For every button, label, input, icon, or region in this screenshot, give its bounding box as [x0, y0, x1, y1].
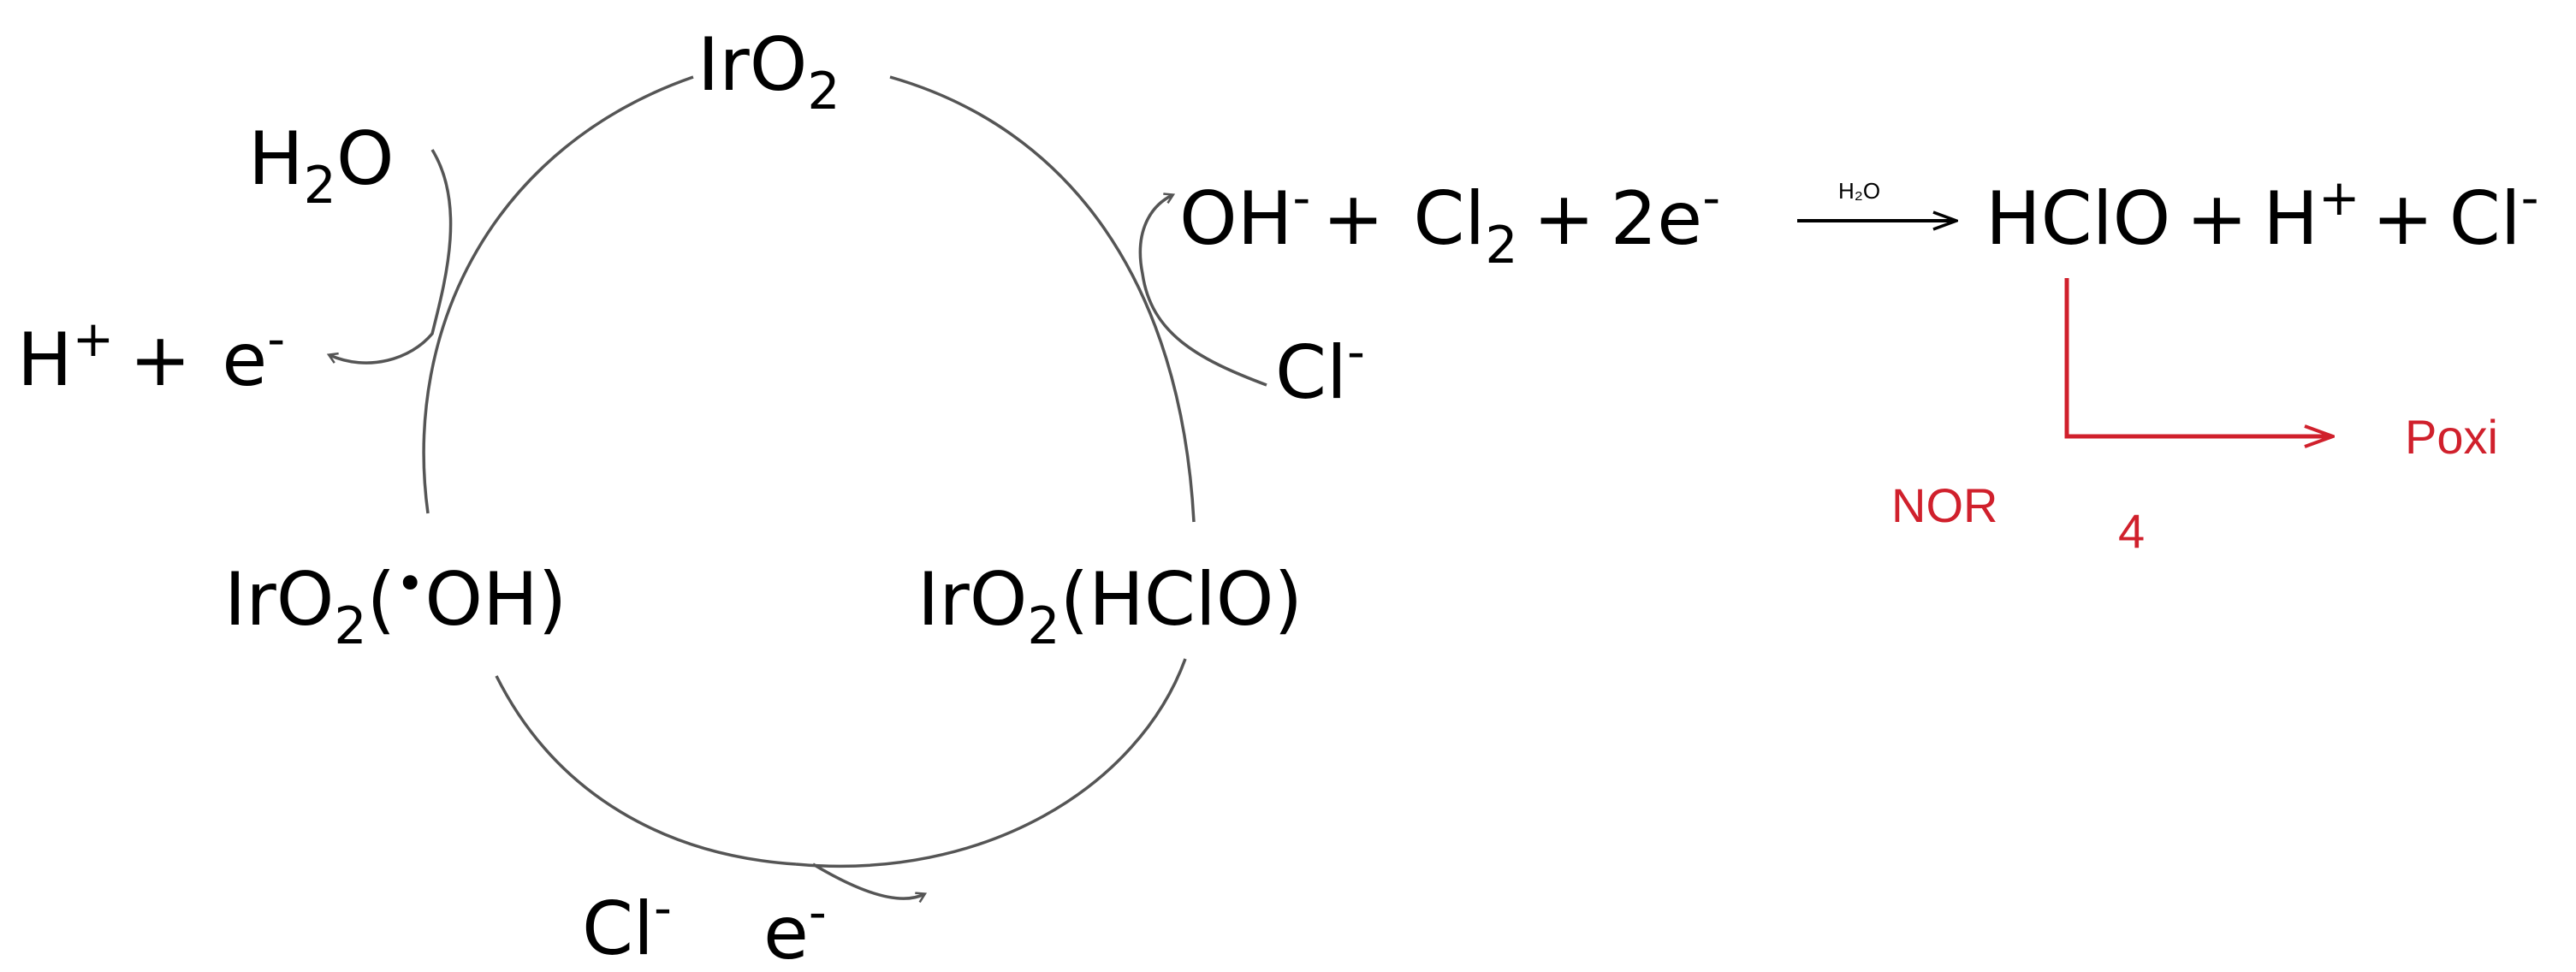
cl-uptake-arrow — [1138, 195, 1267, 387]
reaction-arrow-label: H₂O — [1838, 178, 1880, 204]
branch-arrow — [2064, 278, 2332, 436]
h2o-uptake-arrow — [329, 149, 453, 364]
cycle-arc-top-right — [889, 75, 1196, 523]
svg-text:Cl-: Cl- — [1275, 323, 1365, 416]
svg-text:IrO2(•OH): IrO2(•OH) — [224, 554, 567, 656]
species-cl-bottom: Cl- — [582, 879, 672, 972]
svg-text:H++e-: H++e- — [17, 310, 285, 403]
cycle-arc-left — [422, 75, 694, 514]
species-h2o: H2O — [248, 116, 395, 216]
species-iro2-oh-radical: IrO2(•OH) — [224, 554, 567, 656]
nor-label: NOR — [1891, 478, 1997, 532]
cycle-arc-bottom-left — [495, 675, 797, 866]
species-iro2-top: IrO2 — [697, 22, 840, 122]
svg-text:OH-+Cl2+2e-: OH-+Cl2+2e- — [1179, 169, 1720, 276]
stoich-four-label: 4 — [2118, 504, 2145, 558]
svg-text:H2O: H2O — [248, 116, 395, 216]
svg-text:IrO2: IrO2 — [697, 22, 840, 122]
svg-text:Cl-: Cl- — [582, 879, 672, 972]
nor-branch: NOR 4 Poxi — [1891, 278, 2498, 558]
svg-text:e-: e- — [763, 883, 827, 972]
catalytic-cycle — [329, 75, 1267, 898]
cycle-arc-bottom-right — [795, 658, 1187, 868]
svg-text:IrO2(HClO): IrO2(HClO) — [917, 557, 1303, 656]
poxi-label: Poxi — [2405, 410, 2498, 464]
species-cl-right: Cl- — [1275, 323, 1365, 416]
species-e-bottom: e- — [763, 883, 827, 972]
species-iro2-hclo: IrO2(HClO) — [917, 557, 1303, 656]
svg-text:HClO+H++Cl-: HClO+H++Cl- — [1985, 169, 2539, 262]
cl-bottom-arrow — [812, 862, 924, 898]
overall-equation: OH-+Cl2+2e- H₂O HClO+H++Cl- — [1179, 169, 2539, 276]
species-h-plus-e: H++e- — [17, 310, 285, 403]
